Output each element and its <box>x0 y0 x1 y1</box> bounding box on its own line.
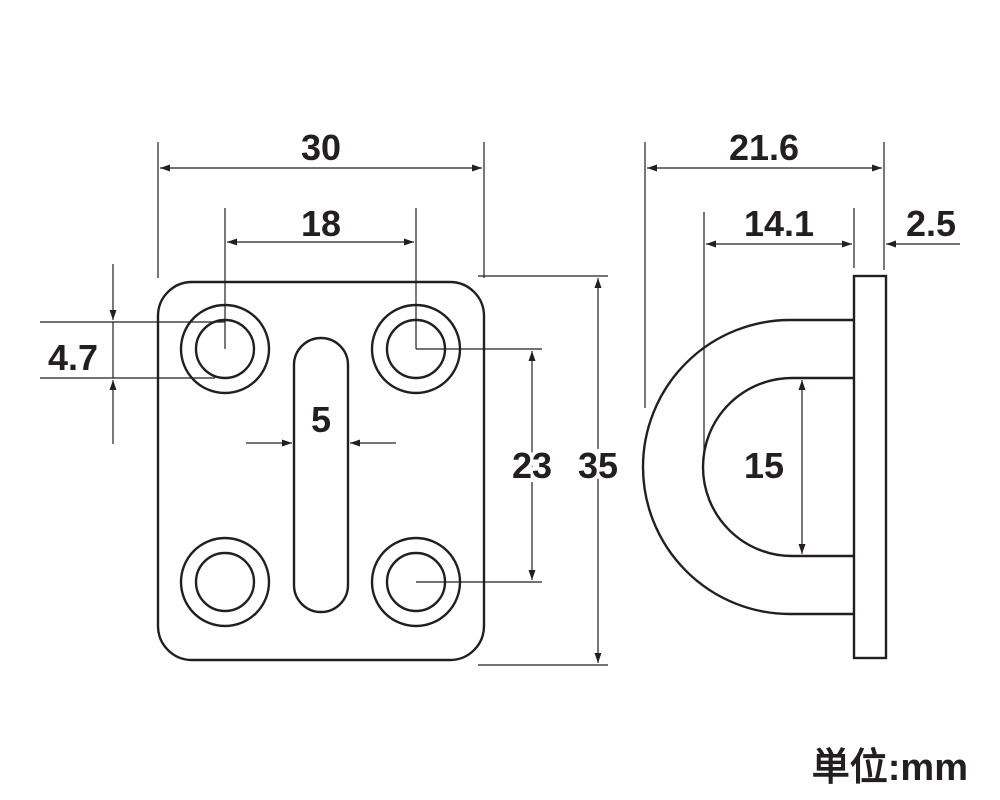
dimension-side-loop-depth: 14.1 <box>703 203 855 460</box>
dimension-label-30: 30 <box>301 127 341 168</box>
dimension-hole-diameter: 4.7 <box>40 264 225 444</box>
dimension-side-depth-total: 21.6 <box>644 127 885 408</box>
dimension-hole-spacing-horizontal: 18 <box>224 203 417 349</box>
dimension-label-4-7: 4.7 <box>48 337 98 378</box>
dimension-front-height: 35 <box>478 275 622 666</box>
dimension-label-5: 5 <box>311 399 331 440</box>
dimension-label-18: 18 <box>301 203 341 244</box>
dimension-label-23: 23 <box>512 445 552 486</box>
dimension-plate-thickness: 2.5 <box>886 203 960 248</box>
dimension-front-width: 30 <box>157 127 485 278</box>
unit-label: 単位:mm <box>811 747 968 789</box>
loop-inner-profile <box>701 376 854 558</box>
side-view: 21.6 14.1 2.5 15 <box>641 127 960 660</box>
dimension-label-35: 35 <box>578 445 618 486</box>
base-plate-outline <box>156 280 486 662</box>
center-slot <box>292 336 350 614</box>
plate-side-profile <box>852 274 888 660</box>
dimension-loop-inner-height: 15 <box>744 380 806 554</box>
dimension-label-14-1: 14.1 <box>744 203 814 244</box>
front-view: 30 18 4.7 5 23 <box>40 127 622 666</box>
dimension-label-21-6: 21.6 <box>729 127 799 168</box>
dimension-hole-spacing-vertical: 23 <box>416 348 556 583</box>
mounting-hole-bottom-left <box>179 536 271 628</box>
dimension-label-15: 15 <box>744 445 784 486</box>
dimension-slot-width: 5 <box>246 399 396 447</box>
dimension-label-2-5: 2.5 <box>906 203 956 244</box>
loop-outer-profile <box>641 318 854 616</box>
